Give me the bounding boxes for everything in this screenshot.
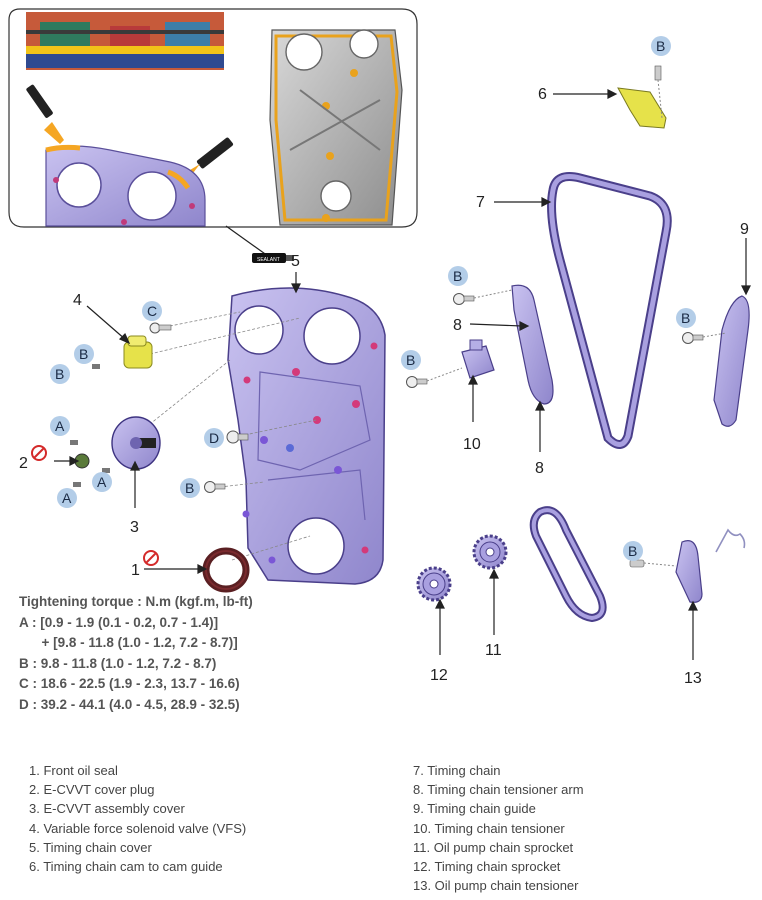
svg-text:B: B	[656, 38, 665, 54]
svg-text:D: D	[209, 430, 219, 446]
svg-text:A: A	[97, 474, 107, 490]
bolt-badge-b: B	[50, 364, 70, 384]
svg-text:B: B	[453, 268, 462, 284]
callout-8-arm: 8	[453, 317, 462, 334]
oil-pump-chain-sprocket	[472, 534, 508, 570]
bolt-icon	[453, 289, 513, 305]
bolt-icon	[149, 322, 172, 334]
legend-item: 11. Oil pump chain sprocket	[413, 839, 574, 855]
torque-line-b: B : 9.8 - 11.8 (1.0 - 1.2, 7.2 - 8.7)	[19, 655, 217, 671]
legend-item: 9. Timing chain guide	[413, 801, 536, 817]
legend-item: 5. Timing chain cover	[29, 839, 152, 855]
legend-item: 6. Timing chain cam to cam guide	[29, 859, 223, 875]
cam-to-cam-guide	[617, 65, 667, 129]
callout-6: 6	[538, 86, 547, 103]
svg-text:B: B	[628, 543, 637, 559]
callout-12: 12	[430, 667, 448, 684]
sealant-tube-icon: SEALANT	[252, 253, 294, 263]
torque-title: Tightening torque : N.m (kgf.m, lb-ft)	[19, 594, 253, 609]
bolt-badge-c: C	[142, 301, 162, 321]
callout-1: 1	[131, 562, 140, 579]
sealant-tube-icon	[26, 84, 64, 144]
bolt-badge-b: B	[74, 344, 94, 364]
legend-item: 8. Timing chain tensioner arm	[413, 782, 584, 798]
svg-text:A: A	[55, 418, 65, 434]
legend-item: 1. Front oil seal	[29, 763, 118, 778]
bolt-badge-b: B	[676, 308, 696, 328]
bolt-badge-a: A	[92, 472, 112, 492]
bolt-badge-a: A	[57, 488, 77, 508]
torque-line-c: C : 18.6 - 22.5 (1.9 - 2.3, 13.7 - 16.6)	[19, 676, 240, 691]
oil-pump-chain-tensioner	[675, 540, 703, 603]
no-reuse-icon	[143, 550, 159, 566]
callout-11: 11	[485, 642, 502, 659]
callout-8-arm-lower: 8	[535, 460, 544, 477]
sealant-label: SEALANT	[257, 257, 280, 263]
bolt-icon	[682, 332, 727, 344]
engine-block-illustration	[26, 12, 224, 70]
timing-chain-tensioner-arm	[511, 284, 554, 405]
bolt-badge-b: B	[401, 350, 421, 370]
bolt-icon	[92, 364, 100, 369]
vfs-valve	[123, 335, 153, 369]
legend-item: 2. E-CVVT cover plug	[29, 782, 155, 798]
callout-10: 10	[463, 436, 481, 453]
bolt-badge-a: A	[50, 416, 70, 436]
svg-text:B: B	[79, 346, 88, 362]
parts-legend-left: 1. Front oil seal 2. E-CVVT cover plug 3…	[29, 761, 246, 876]
timing-chain-cover	[227, 287, 386, 585]
svg-text:C: C	[147, 303, 157, 319]
legend-item: 3. E-CVVT assembly cover	[29, 801, 185, 817]
torque-line-a-cont: + [9.8 - 11.8 (1.0 - 1.2, 7.2 - 8.7)]	[19, 635, 238, 650]
timing-cover-rear-illustration	[269, 29, 403, 226]
callout-2: 2	[19, 455, 28, 472]
no-reuse-icon	[31, 445, 47, 461]
legend-item: 7. Timing chain	[413, 763, 501, 778]
bolt-badge-b: B	[623, 541, 643, 561]
bolt-icon	[70, 440, 78, 445]
callout-3: 3	[130, 519, 139, 536]
bolt-icon	[73, 482, 81, 487]
svg-text:B: B	[406, 352, 415, 368]
svg-text:B: B	[185, 480, 194, 496]
bolt-icon	[406, 367, 463, 388]
bolt-badge-b: B	[651, 36, 671, 56]
torque-line-a: A : [0.9 - 1.9 (0.1 - 0.2, 0.7 - 1.4)]	[19, 614, 219, 630]
torque-line-d: D : 39.2 - 44.1 (4.0 - 4.5, 28.9 - 32.5)	[19, 696, 240, 712]
callout-5: 5	[291, 253, 300, 270]
callout-9: 9	[740, 221, 749, 238]
svg-text:B: B	[55, 366, 64, 382]
cvvt-assembly-cover	[111, 416, 161, 470]
bolt-icon	[226, 430, 249, 444]
legend-item: 12. Timing chain sprocket	[413, 859, 561, 875]
tensioner-spring	[715, 528, 746, 553]
timing-chain-guide	[713, 295, 750, 427]
legend-item: 10. Timing chain tensioner	[413, 820, 565, 836]
timing-chain-tensioner	[461, 339, 495, 379]
bolt-icon	[629, 559, 677, 568]
parts-legend-right: 7. Timing chain 8. Timing chain tensione…	[413, 761, 584, 895]
callout-7: 7	[476, 194, 485, 211]
sealant-inset	[8, 8, 418, 228]
timing-cover-inset-illustration	[45, 144, 206, 227]
callout-4: 4	[73, 292, 82, 309]
bolt-badge-b: B	[448, 266, 468, 286]
timing-chain-sprocket	[416, 566, 452, 602]
bolt-badge-d: D	[204, 428, 224, 448]
bolt-badge-b: B	[180, 478, 200, 498]
bolt-icon	[102, 468, 110, 473]
svg-text:B: B	[681, 310, 690, 326]
oil-pump-chain	[529, 506, 607, 623]
bolt-icon	[204, 481, 226, 493]
leader-arrows	[54, 89, 751, 660]
svg-text:A: A	[62, 490, 72, 506]
exploded-view-diagram: SEALANT	[8, 8, 751, 687]
torque-spec: Tightening torque : N.m (kgf.m, lb-ft) A…	[19, 592, 253, 715]
legend-item: 4. Variable force solenoid valve (VFS)	[29, 820, 247, 836]
inset-leader-line	[225, 225, 269, 257]
callout-13: 13	[684, 670, 702, 687]
timing-chain	[547, 172, 672, 449]
legend-item: 13. Oil pump chain tensioner	[413, 878, 579, 894]
front-oil-seal	[202, 547, 250, 593]
